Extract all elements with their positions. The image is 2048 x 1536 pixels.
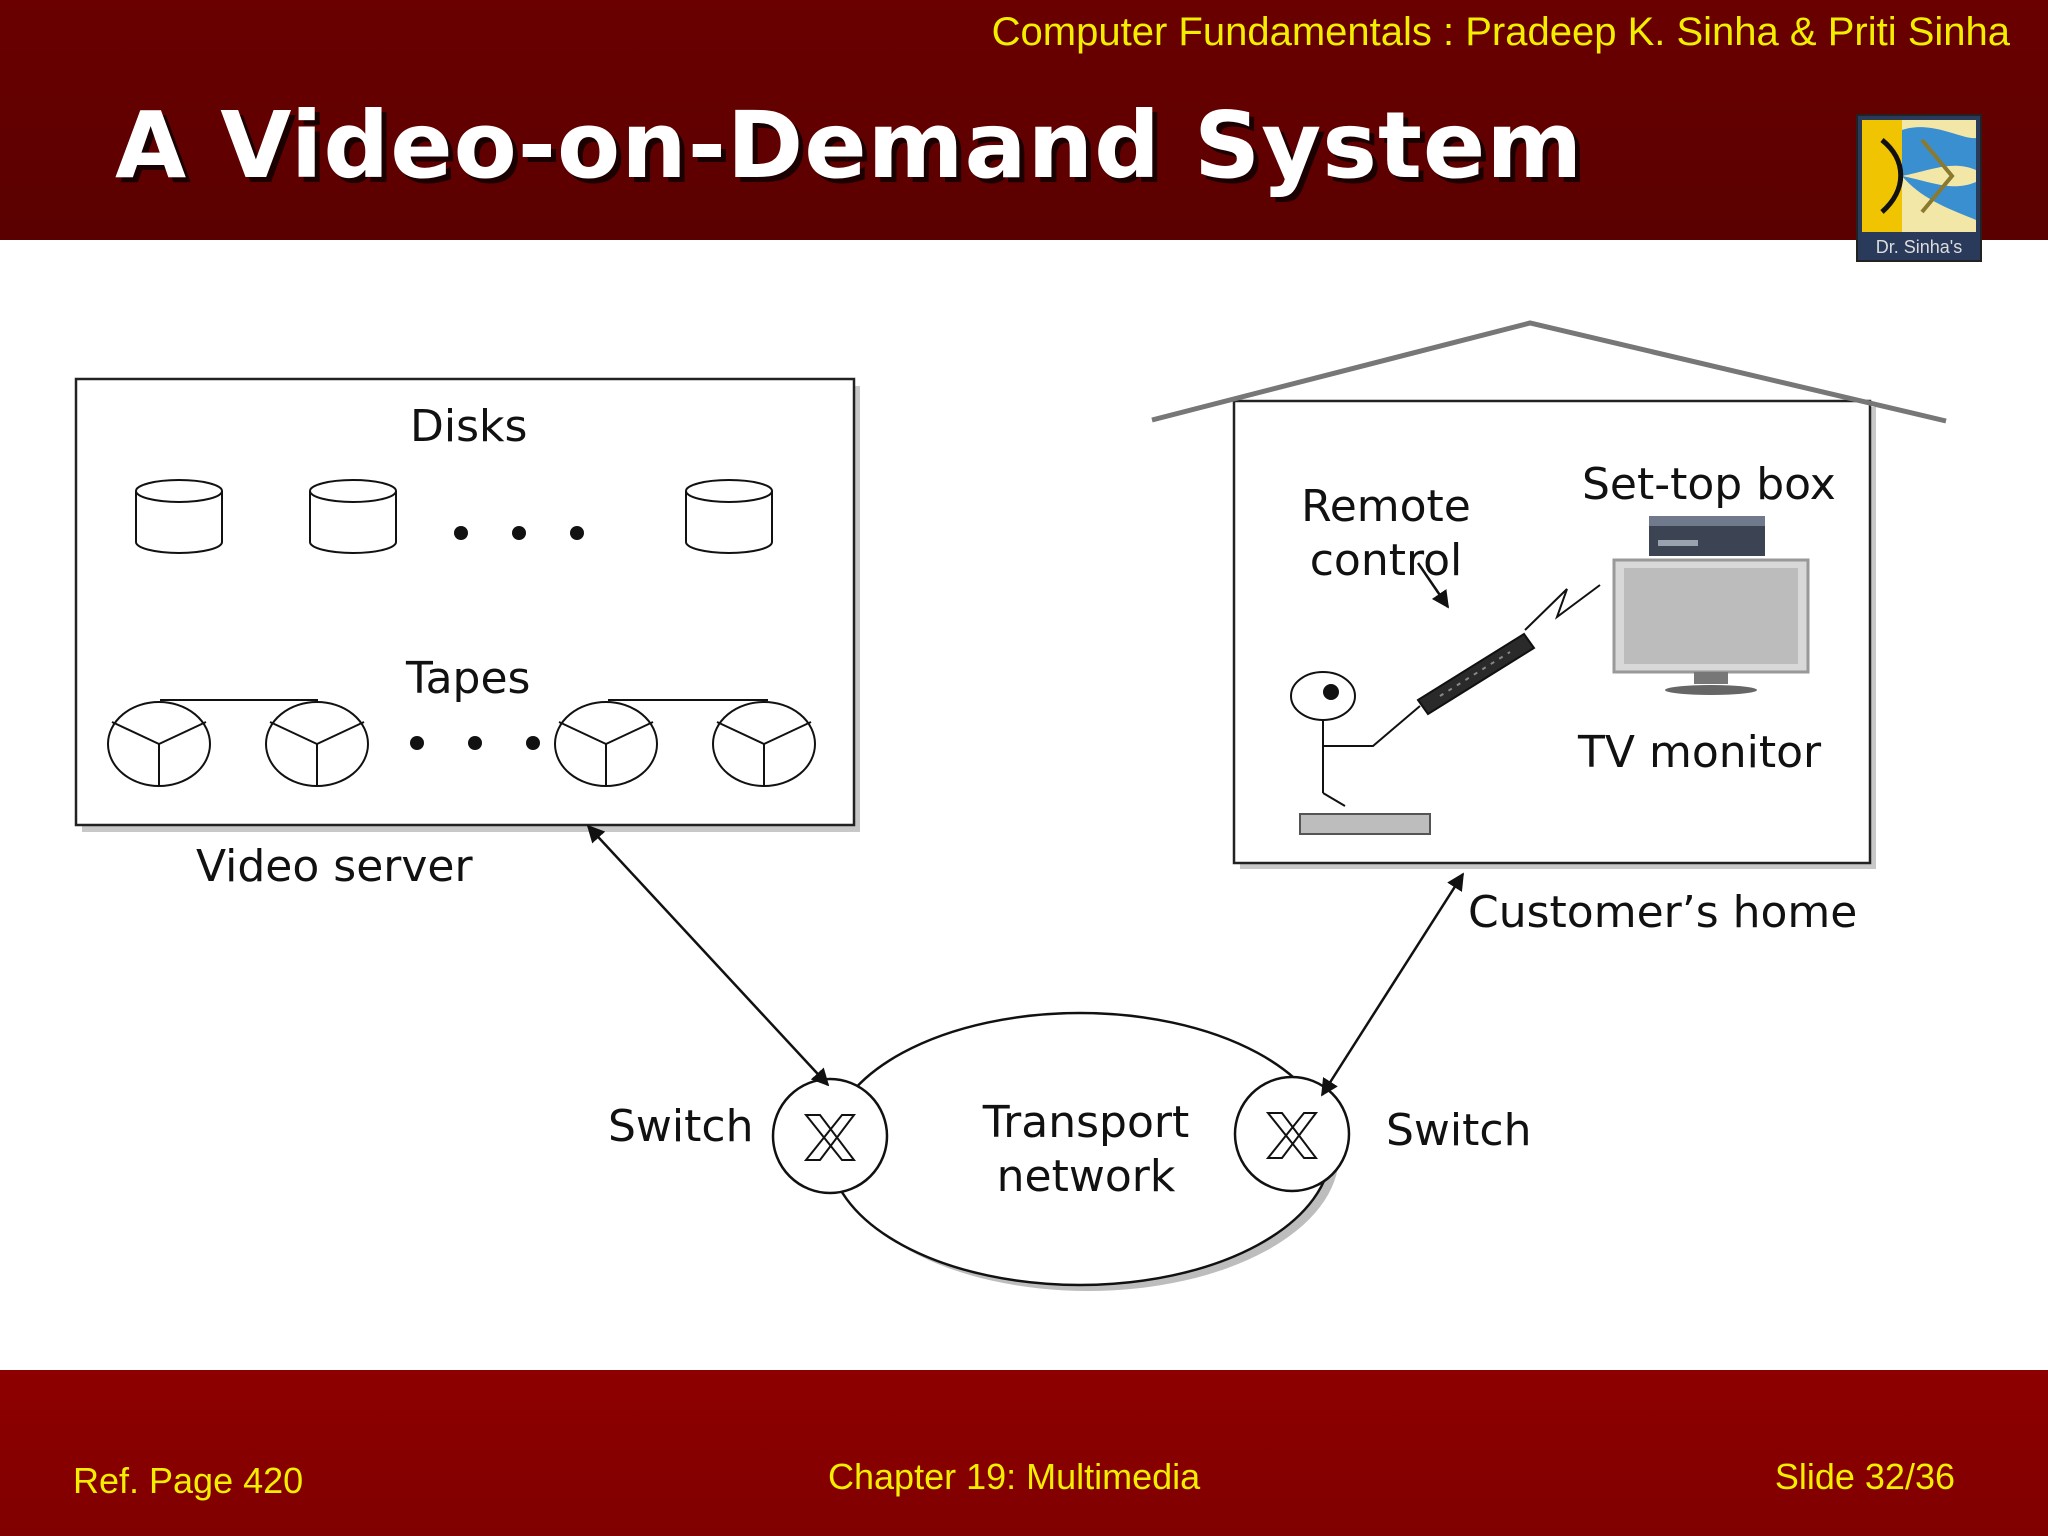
diagram-graphics [74, 320, 1947, 1291]
disk-icon [135, 479, 223, 554]
disks-label: Disks [410, 401, 528, 452]
slide-footer: Ref. Page 420 Chapter 19: Multimedia Sli… [0, 1370, 2048, 1536]
couch-icon [1299, 813, 1431, 835]
right-switch-icon [1233, 1075, 1351, 1193]
vod-diagram: Disks Tapes Video server Remote control … [0, 240, 2048, 1370]
dr-sinha-logo: Dr. Sinha's [1856, 114, 1982, 262]
server-to-switch-arrow [586, 824, 830, 1087]
left-switch-label: Switch [608, 1101, 754, 1152]
tape-reel-icon [265, 701, 369, 787]
slide-title: A Video-on-Demand System [115, 92, 1584, 199]
person-icon [1290, 671, 1421, 807]
ref-page: Ref. Page 420 [73, 1460, 304, 1501]
signal-icon [1524, 584, 1601, 631]
disk-icons [135, 479, 773, 554]
set-top-box-icon [1649, 516, 1765, 556]
remote-control-label: Remote control [1296, 480, 1476, 587]
chapter-title: Chapter 19: Multimedia [828, 1456, 1201, 1497]
network-label-line1: Transport [982, 1097, 1190, 1148]
left-switch-icon [771, 1077, 889, 1195]
slide-number: Slide 32/36 [1774, 1456, 1955, 1497]
slide-header: Computer Fundamentals : Pradeep K. Sinha… [0, 0, 2048, 262]
tape-ellipsis [410, 736, 540, 750]
video-server-caption: Video server [196, 841, 473, 892]
set-top-box-label: Set-top box [1582, 459, 1836, 510]
network-label-line2: network [996, 1150, 1176, 1202]
tape-reel-icon [107, 701, 211, 787]
transport-network-label: Transport network [966, 1096, 1206, 1203]
tv-monitor-label: TV monitor [1578, 727, 1822, 778]
logo-caption: Dr. Sinha's [1875, 237, 1963, 257]
remote-control-icon [1416, 632, 1536, 716]
right-switch-label: Switch [1386, 1105, 1532, 1156]
disk-ellipsis [454, 526, 584, 540]
customer-home-caption: Customer’s home [1468, 887, 1858, 938]
remote-pointer-arrow [1416, 562, 1450, 609]
tape-reel-icon [712, 701, 816, 787]
tape-reel-icon [554, 701, 658, 787]
book-title: Computer Fundamentals : Pradeep K. Sinha… [991, 10, 2010, 54]
house-roof [1151, 320, 1947, 424]
remote-label-line2: control [1309, 534, 1463, 586]
tv-monitor-icon [1612, 558, 1810, 695]
logo-emblem [1862, 120, 1976, 232]
disk-icon [309, 479, 397, 554]
home-to-switch-arrow [1320, 872, 1465, 1097]
tapes-label: Tapes [406, 653, 531, 704]
disk-icon [685, 479, 773, 554]
tape-icons [107, 699, 816, 787]
remote-label-line1: Remote [1301, 481, 1471, 532]
